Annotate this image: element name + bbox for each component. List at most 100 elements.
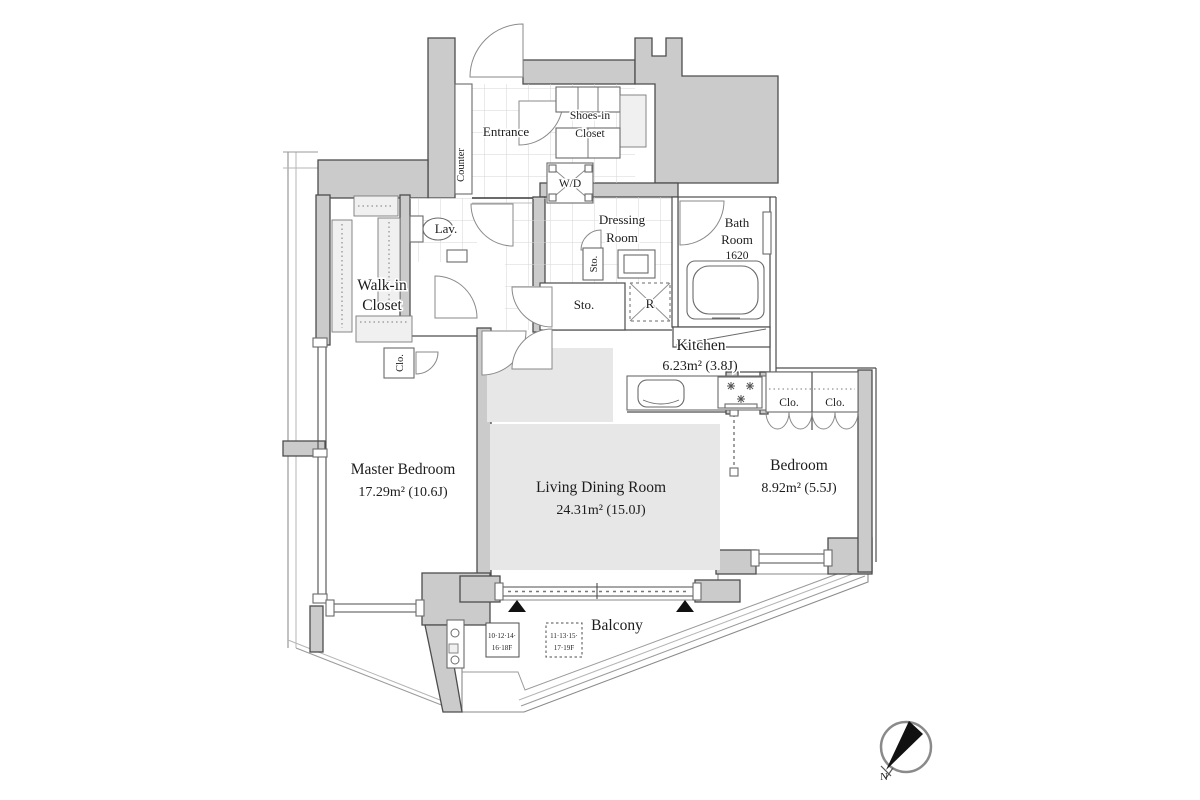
closet-door-arc [415, 351, 439, 375]
hall-double-door-arc [511, 286, 553, 328]
toilet-tank [409, 215, 424, 243]
counter-label: Counter [456, 148, 467, 182]
compass [879, 720, 933, 779]
bedroom-clo-label: Clo. [825, 397, 845, 409]
master-bedroom-label: Master Bedroom [351, 461, 456, 478]
stove-handle [724, 403, 758, 409]
sto-upper-label: Sto. [589, 256, 600, 273]
bathtub-inner [692, 265, 759, 315]
compass-circle [879, 720, 933, 774]
vanity-sink [623, 254, 649, 274]
wall-segment [427, 37, 456, 199]
wall-segment [715, 549, 757, 575]
wic-closet-box [383, 347, 415, 379]
wall-segment [522, 59, 636, 85]
wall-segment [694, 579, 741, 603]
window-jamb [494, 582, 504, 601]
hall-double-door-arc [511, 328, 553, 370]
floor-marker-box-dashed [545, 622, 583, 658]
wall-segment [315, 194, 331, 346]
walkin-closet-label: Closet [362, 297, 402, 314]
fridge-label: R [646, 296, 655, 311]
window-jamb [692, 582, 702, 601]
walkin-closet-label: Walk-in [357, 277, 407, 294]
living-dining-label: Living Dining Room [536, 479, 666, 496]
window-jamb [312, 593, 328, 604]
balcony-areas [283, 151, 869, 713]
floor-marker-box-solid [485, 622, 520, 658]
kitchen-sink [637, 379, 685, 408]
wall-segment [634, 37, 779, 184]
balcony-floor [461, 573, 869, 713]
balcony-label: Balcony [591, 617, 643, 634]
wd-label: W/D [559, 178, 581, 190]
compass-needle-icon [886, 721, 923, 770]
floor-marker-text: 10·12·14· [488, 632, 516, 640]
lav-shelf [446, 249, 468, 263]
windows [312, 211, 833, 617]
bath-apron-diagonal [675, 328, 767, 346]
shoe-shelf [555, 86, 621, 113]
doors [415, 23, 739, 477]
washer-corner [548, 164, 557, 173]
labels: Entrance Counter Shoes-in Closet W/D Dre… [351, 109, 889, 784]
bath-label: Room [721, 232, 753, 247]
entry-door-arc [469, 23, 524, 78]
markers [485, 600, 933, 779]
bedroom-label: Bedroom [770, 457, 828, 474]
balcony-drain [450, 628, 460, 638]
kitchen-area-label: 6.23m² (3.8J) [662, 359, 738, 374]
wall-segment [309, 605, 324, 653]
wic-shelf [355, 315, 413, 343]
closet-curtains [765, 411, 859, 430]
wall-segment [399, 194, 411, 336]
wall-segment [857, 369, 873, 573]
direction-triangle [676, 600, 694, 612]
floor-marker-text: 17·19F [554, 644, 574, 652]
washer-corner [548, 193, 557, 202]
shoes-closet-label: Shoes-in [570, 110, 611, 122]
window-jamb [823, 549, 833, 567]
compass-tail [885, 767, 894, 779]
bath-label: Bath [725, 215, 750, 230]
window-jamb [415, 599, 425, 617]
compass-tail [880, 765, 892, 777]
ceiling-shade [490, 424, 720, 570]
balcony-edge-line [520, 575, 866, 707]
living-dining-area-label: 24.31m² (15.0J) [556, 503, 646, 518]
shoe-shelf-side [619, 94, 647, 148]
master-bedroom-area-label: 17.29m² (10.6J) [358, 485, 448, 500]
wall-diagonal-segment [424, 624, 463, 713]
sink-detail [642, 399, 680, 405]
bath-window [762, 211, 772, 255]
left-balcony-close [295, 647, 445, 707]
walkin-closet-door-arc [434, 275, 478, 319]
balcony-tap [448, 643, 459, 654]
stove [717, 376, 763, 409]
toilet-bowl [422, 217, 454, 241]
door-jamb [729, 467, 739, 477]
storage-outline [539, 282, 626, 331]
lav-label: Lav. [435, 221, 458, 236]
direction-triangle [508, 600, 526, 612]
dressing-label: Dressing [599, 212, 646, 227]
bath-west-wall [671, 196, 679, 328]
floor-marker-text: 11·13·15· [550, 632, 578, 640]
storage-door-arc [580, 229, 602, 251]
wall-segment [459, 575, 501, 603]
window-jamb [312, 448, 328, 458]
fixtures [331, 83, 859, 669]
wic-shelf [331, 219, 353, 333]
stove-burners [727, 382, 754, 403]
bath-size-label: 1620 [726, 250, 749, 262]
bedroom-clo-label: Clo. [779, 397, 799, 409]
storage-box-upper [582, 247, 604, 281]
window-jamb [750, 549, 760, 567]
bedroom-area-label: 8.92m² (5.5J) [761, 481, 837, 496]
lav-door-arc [470, 203, 514, 247]
window-jamb [312, 337, 328, 348]
wic-clo-label: Clo. [395, 354, 406, 372]
kitchen-label: Kitchen [676, 337, 725, 354]
